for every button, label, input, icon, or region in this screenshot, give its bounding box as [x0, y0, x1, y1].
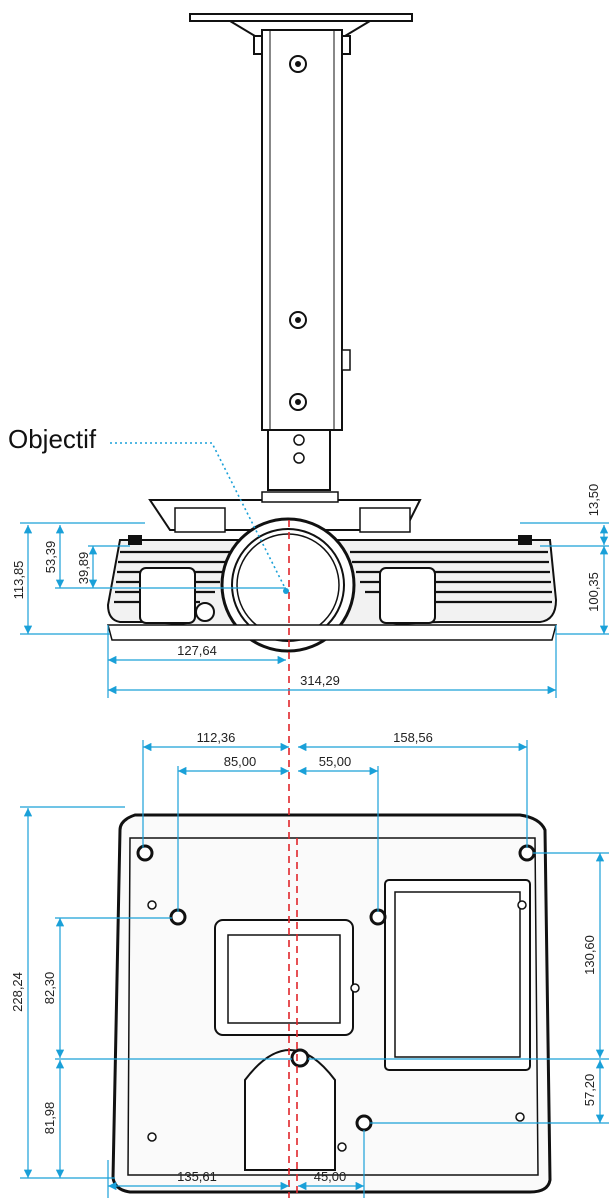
ceiling-mount [148, 13, 422, 533]
pole-bolt-icon [289, 55, 307, 73]
mount-hole-icon [136, 844, 154, 862]
dimension-labels: 113,85 53,39 39,89 13,50 100,35 127,64 3… [10, 484, 601, 1184]
dim-label: 53,39 [43, 541, 58, 574]
mount-hole-icon [369, 908, 387, 926]
lens-callout-label: Objectif [8, 424, 97, 454]
dim-label: 13,50 [586, 484, 601, 517]
mount-hole-icon [355, 1114, 373, 1132]
pole-bolt-icon [289, 393, 307, 411]
dim-label: 158,56 [393, 730, 433, 745]
mount-hole-icon [290, 1048, 310, 1068]
dim-label: 39,89 [76, 552, 91, 585]
dim-label: 81,98 [42, 1102, 57, 1135]
dim-label: 85,00 [224, 754, 257, 769]
dim-label: 55,00 [319, 754, 352, 769]
lens [220, 517, 356, 653]
pole-bolt-icon [289, 311, 307, 329]
dimension-lines [20, 522, 609, 1198]
projector-front-view [106, 517, 558, 653]
dim-label: 113,85 [11, 561, 26, 600]
dim-label: 57,20 [582, 1074, 597, 1107]
mount-hole-icon [169, 908, 187, 926]
dim-label: 100,35 [586, 572, 601, 612]
dim-label: 135,61 [177, 1169, 217, 1184]
dim-label: 228,24 [10, 972, 25, 1012]
callout-leader-line [110, 442, 287, 591]
dim-label: 45,00 [314, 1169, 347, 1184]
dim-label: 112,36 [197, 730, 236, 745]
dim-label: 127,64 [177, 643, 217, 658]
dim-label: 314,29 [300, 673, 340, 688]
mount-hole-icon [518, 844, 536, 862]
dim-label: 82,30 [42, 972, 57, 1005]
dim-label: 130,60 [582, 935, 597, 975]
mount-pole [261, 29, 343, 431]
